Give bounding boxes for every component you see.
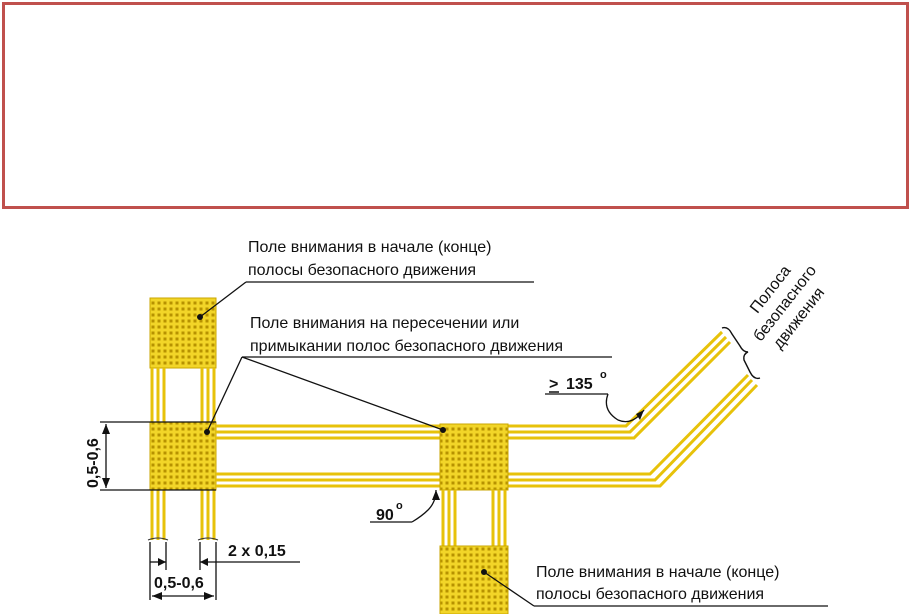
vertical-stripes-upper	[150, 368, 216, 422]
attention-field-intersection-center	[439, 423, 509, 491]
center-vertical-strip	[439, 423, 509, 614]
angle-135-sign: >	[549, 376, 558, 393]
vertical-stripes-lower	[150, 490, 216, 540]
angle-135-label: > 135 o	[549, 369, 607, 393]
leader-lines	[199, 281, 828, 607]
attention-field-top-left	[149, 297, 217, 369]
horizontal-stripes	[216, 330, 759, 488]
angle-135-degree: o	[600, 369, 607, 381]
label-field-start-top-1: Поле внимания в начале (конце)	[248, 239, 491, 256]
left-vertical-strip	[147, 297, 219, 541]
center-vertical-stripes	[441, 490, 507, 546]
angle-135-value: 135	[566, 376, 593, 393]
angle-90-degree: o	[396, 500, 403, 512]
label-field-intersection-1: Поле внимания на пересечении или	[250, 315, 519, 332]
dimension-arrows	[102, 410, 644, 600]
label-field-intersection-2: примыкании полос безопасного движения	[250, 338, 563, 355]
dim-vertical-width: 0,5-0,6	[85, 438, 102, 488]
label-field-start-top-2: полосы безопасного движения	[248, 262, 476, 279]
angle-90-value: 90	[376, 507, 394, 524]
dim-stripe-count: 2 x 0,15	[228, 543, 286, 560]
header-banner	[2, 2, 909, 209]
leader-dots	[197, 314, 487, 575]
angle-90-label: 90 o	[376, 500, 403, 524]
dim-horizontal-width: 0,5-0,6	[154, 575, 204, 592]
strip-brace	[721, 326, 761, 380]
label-field-start-bottom-2: полосы безопасного движения	[536, 586, 764, 603]
strip-label-group: Полоса безопасного движения	[747, 262, 828, 352]
dimension-lines	[100, 393, 645, 600]
label-field-start-bottom-1: Поле внимания в начале (конце)	[536, 564, 779, 581]
attention-field-bottom-center	[439, 545, 509, 614]
